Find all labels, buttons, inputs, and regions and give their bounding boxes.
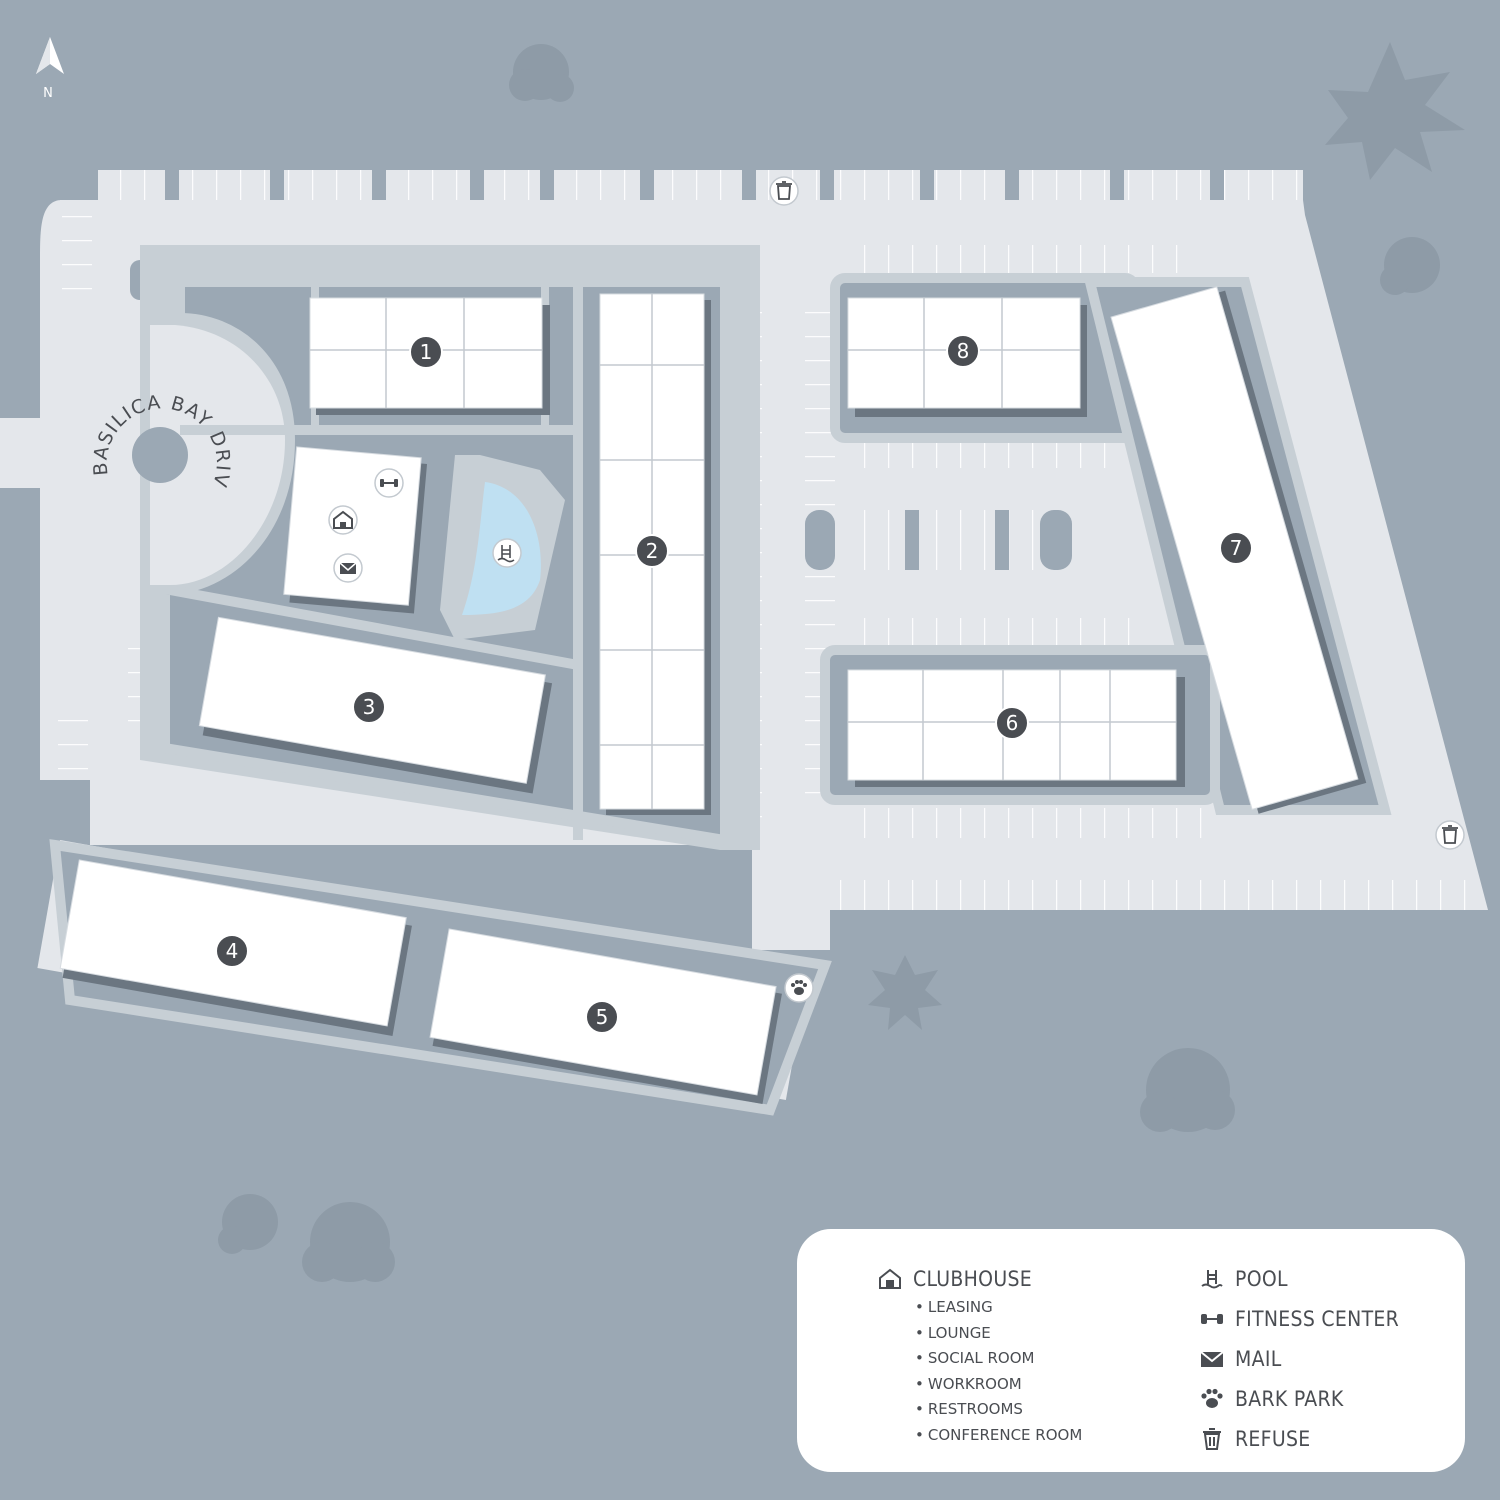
legend-row-refuse: REFUSE — [1199, 1419, 1399, 1459]
svg-text:7: 7 — [1230, 536, 1243, 560]
list-item: •LEASING — [915, 1298, 993, 1316]
clubhouse-marker[interactable] — [328, 505, 358, 535]
north-label: N — [43, 86, 53, 101]
legend-row-bark-park: BARK PARK — [1199, 1379, 1399, 1419]
trash-icon — [1199, 1426, 1225, 1452]
mail-marker[interactable] — [333, 553, 363, 583]
svg-text:1: 1 — [420, 340, 433, 364]
legend-row-mail: MAIL — [1199, 1339, 1399, 1379]
svg-text:4: 4 — [226, 939, 239, 963]
north-arrow: N — [36, 37, 64, 101]
building-marker-6[interactable]: 6 — [995, 706, 1029, 740]
mail-icon — [1199, 1346, 1225, 1372]
building-marker-8[interactable]: 8 — [946, 334, 980, 368]
list-item: •RESTROOMS — [915, 1400, 1023, 1418]
legend-clubhouse: CLUBHOUSE •LEASING •LOUNGE •SOCIAL ROOM … — [877, 1259, 1082, 1448]
fitness-icon — [1199, 1306, 1225, 1332]
list-item: •CONFERENCE ROOM — [915, 1425, 1083, 1444]
refuse-marker-north[interactable] — [769, 176, 799, 206]
legend-row-pool: POOL — [1199, 1259, 1399, 1299]
svg-text:8: 8 — [957, 339, 970, 363]
building-marker-2[interactable]: 2 — [635, 534, 669, 568]
svg-text:3: 3 — [363, 695, 376, 719]
amenity-markers — [328, 176, 1465, 1003]
list-item: •WORKROOM — [915, 1374, 1022, 1393]
trees — [218, 42, 1465, 1282]
building-marker-4[interactable]: 4 — [215, 934, 249, 968]
svg-text:6: 6 — [1006, 711, 1019, 735]
building-marker-7[interactable]: 7 — [1219, 531, 1253, 565]
clubhouse-icon — [877, 1266, 903, 1292]
pool-icon — [1199, 1266, 1225, 1292]
svg-text:5: 5 — [596, 1005, 609, 1029]
legend-label-clubhouse: CLUBHOUSE — [913, 1267, 1033, 1291]
refuse-marker-east[interactable] — [1435, 820, 1465, 850]
bark-park-marker[interactable] — [784, 973, 814, 1003]
building-marker-5[interactable]: 5 — [585, 1000, 619, 1034]
svg-text:2: 2 — [646, 539, 659, 563]
building-markers[interactable]: 1 2 3 4 5 6 7 8 — [215, 334, 1253, 1034]
clubhouse-features: •LEASING •LOUNGE •SOCIAL ROOM •WORKROOM … — [915, 1295, 1082, 1448]
legend-row-clubhouse: CLUBHOUSE — [877, 1259, 1082, 1299]
pool-marker[interactable] — [492, 538, 522, 568]
paw-icon — [1199, 1386, 1225, 1412]
legend-row-fitness: FITNESS CENTER — [1199, 1299, 1399, 1339]
list-item: •LOUNGE — [915, 1323, 991, 1342]
list-item: •SOCIAL ROOM — [915, 1349, 1035, 1367]
fitness-marker[interactable] — [374, 468, 404, 498]
building-marker-3[interactable]: 3 — [352, 690, 386, 724]
building-marker-1[interactable]: 1 — [409, 335, 443, 369]
legend: CLUBHOUSE •LEASING •LOUNGE •SOCIAL ROOM … — [797, 1229, 1465, 1472]
legend-amenities: POOL FITNESS CENTER MAIL BARK PARK REFUS… — [1199, 1259, 1399, 1459]
